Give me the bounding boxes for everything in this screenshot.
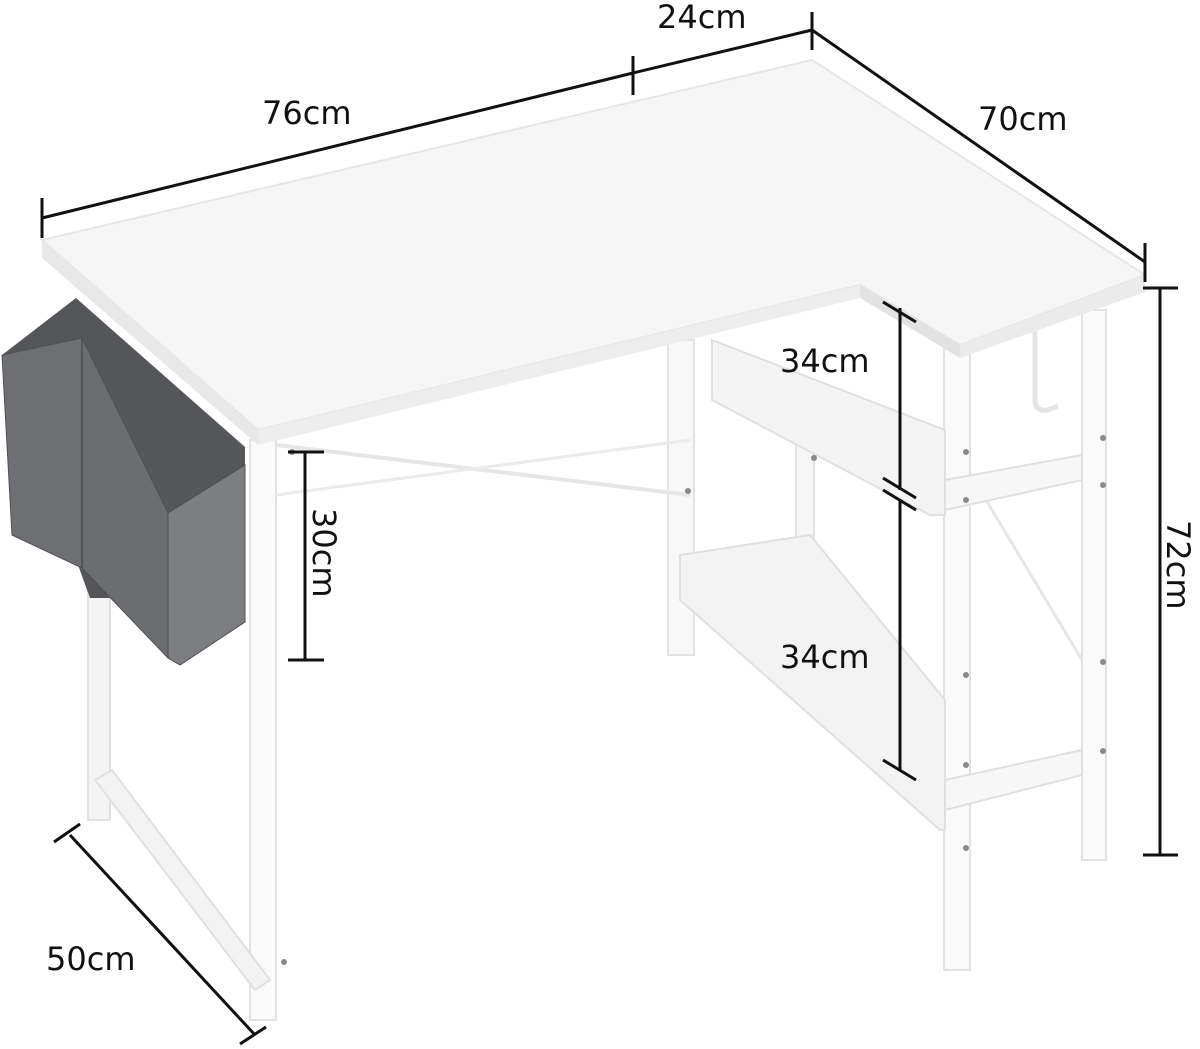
dim-label-total-height: 72cm [1159, 520, 1197, 609]
dim-label-return-depth: 70cm [978, 100, 1067, 138]
dim-label-shelf-lower: 34cm [780, 638, 869, 676]
dim-label-bag-height: 30cm [305, 508, 343, 597]
dim-label-desk-depth: 50cm [46, 940, 135, 978]
dimension-lines [40, 12, 1178, 1046]
dim-label-top-width: 76cm [262, 94, 351, 132]
dim-label-shelf-upper: 34cm [780, 342, 869, 380]
dim-label-return-width: 24cm [657, 0, 746, 36]
storage-bag [1, 298, 246, 666]
desktop-surface [39, 58, 1148, 445]
